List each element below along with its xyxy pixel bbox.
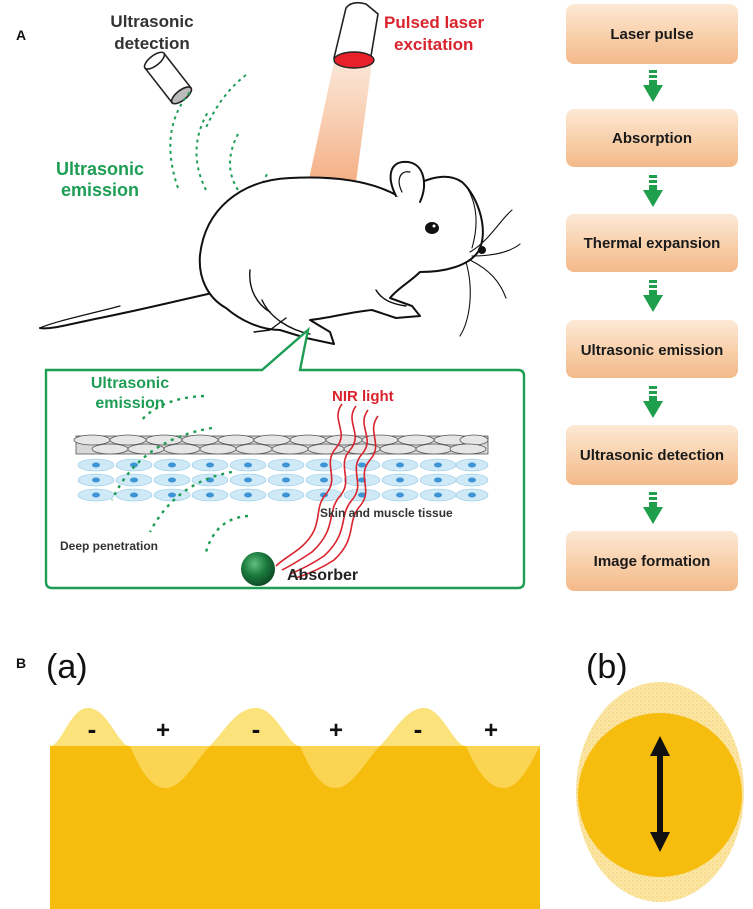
transducer-icon (143, 51, 193, 105)
flow-arrows (643, 70, 663, 524)
panel-b-sub-b: (b) (586, 648, 628, 686)
plus-sign: + (484, 717, 498, 744)
flow-step: Absorption (566, 109, 738, 167)
emission-waves (169, 74, 269, 211)
laser-beam (302, 62, 372, 212)
inset-emission-waves (110, 394, 249, 553)
surface-wave-diagram (50, 708, 540, 909)
muscle-nuclei (92, 462, 476, 498)
inset-emission-label-2: emission (95, 395, 164, 412)
panel-a-label: A (16, 27, 26, 43)
double-arrow-icon (650, 736, 670, 852)
down-arrow-icon (643, 70, 663, 102)
ultrasonic-detection-label-2: detection (114, 34, 190, 53)
plus-sign: + (156, 717, 170, 744)
flow-step: Ultrasonic emission (566, 320, 738, 378)
ultrasonic-detection-label-1: Ultrasonic (110, 12, 193, 31)
down-arrow-icon (643, 492, 663, 524)
expanding-particle-diagram (576, 682, 744, 902)
minus-sign: - (414, 714, 423, 744)
panel-b-label: B (16, 655, 26, 671)
down-arrow-icon (643, 175, 663, 207)
skin-layer (73, 434, 489, 455)
flow-chart: Laser pulse Absorption Thermal expansion… (566, 4, 738, 591)
nir-light-rays (275, 403, 379, 579)
pulsed-laser-label-1: Pulsed laser (384, 13, 485, 32)
tissue-label: Skin and muscle tissue (320, 506, 453, 520)
down-arrow-icon (643, 386, 663, 418)
flow-step-label: Thermal expansion (584, 235, 721, 252)
flow-step: Thermal expansion (566, 214, 738, 272)
laser-source-icon (333, 1, 379, 69)
minus-sign: - (88, 714, 97, 744)
panel-b-sub-a: (a) (46, 648, 88, 686)
flow-step-label: Laser pulse (610, 26, 693, 43)
mouse-illustration (39, 160, 521, 345)
ultrasonic-emission-top-2: emission (61, 180, 139, 200)
flow-step: Ultrasonic detection (566, 425, 738, 485)
minus-sign: - (252, 714, 261, 744)
plus-sign: + (329, 717, 343, 744)
flow-step: Image formation (566, 531, 738, 591)
pulsed-laser-label-2: excitation (394, 35, 473, 54)
nir-light-label: NIR light (332, 388, 394, 405)
flow-step-label: Image formation (594, 553, 711, 570)
flow-step-label: Absorption (612, 130, 692, 147)
charge-signs: - + - + - + (88, 714, 498, 744)
absorber (241, 552, 275, 586)
down-arrow-icon (643, 280, 663, 312)
ultrasonic-emission-top-1: Ultrasonic (56, 159, 144, 179)
inset-emission-label-1: Ultrasonic (91, 375, 169, 392)
deep-penetration-label: Deep penetration (60, 539, 158, 553)
absorber-label: Absorber (287, 567, 358, 584)
flow-step-label: Ultrasonic detection (580, 447, 724, 464)
flow-step-label: Ultrasonic emission (581, 342, 724, 359)
flow-step: Laser pulse (566, 4, 738, 64)
